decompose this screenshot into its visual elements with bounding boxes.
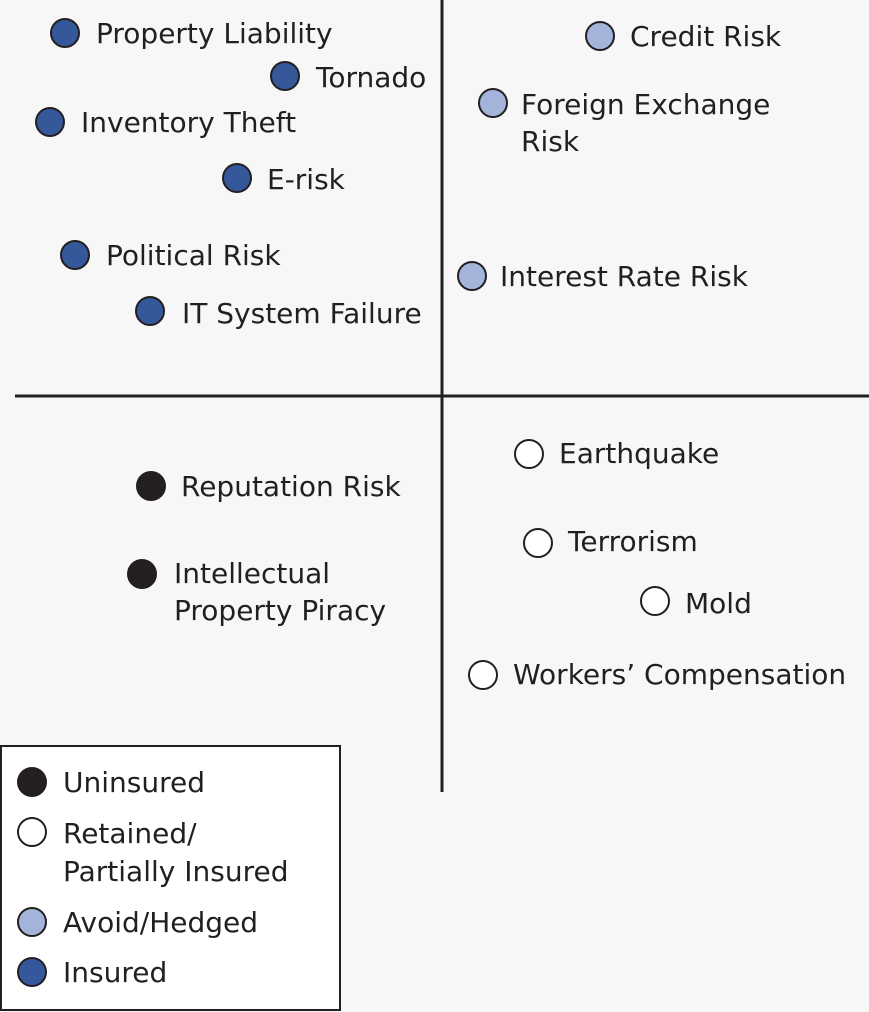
avoid-hedged-dot — [457, 261, 487, 291]
legend-retained-label-line-1: Retained/ — [63, 817, 197, 850]
uninsured-dot — [136, 471, 166, 501]
risk-items: Property Liability Tornado Inventory The… — [35, 17, 846, 691]
legend-uninsured-swatch — [17, 767, 47, 797]
risk-ip-piracy: Intellectual Property Piracy — [127, 557, 386, 627]
risk-reputation-risk: Reputation Risk — [136, 470, 401, 503]
legend-avoid-hedged-swatch — [17, 907, 47, 937]
retained-dot — [640, 586, 670, 616]
insured-dot — [135, 296, 165, 326]
retained-dot — [523, 528, 553, 558]
legend-retained-swatch — [17, 817, 47, 847]
legend: Uninsured Retained/ Partially Insured Av… — [0, 745, 341, 1011]
legend-uninsured-label: Uninsured — [63, 766, 205, 799]
risk-label: Inventory Theft — [81, 106, 296, 139]
risk-terrorism: Terrorism — [523, 525, 698, 558]
insured-dot — [35, 107, 65, 137]
risk-e-risk: E-risk — [222, 163, 346, 196]
risk-it-system-failure: IT System Failure — [135, 296, 422, 330]
legend-insured-label: Insured — [63, 956, 167, 989]
risk-mold: Mold — [640, 586, 752, 620]
risk-workers-compensation: Workers’ Compensation — [468, 658, 846, 691]
risk-label: Tornado — [315, 61, 426, 94]
retained-dot — [468, 660, 498, 690]
risk-label: Interest Rate Risk — [500, 260, 749, 293]
insured-dot — [60, 240, 90, 270]
legend-avoid-hedged-label: Avoid/Hedged — [63, 906, 258, 939]
risk-label-line-1: Intellectual — [174, 557, 330, 590]
risk-label: Reputation Risk — [181, 470, 401, 503]
risk-label: Political Risk — [106, 239, 281, 272]
risk-tornado: Tornado — [270, 61, 426, 94]
retained-dot — [514, 439, 544, 469]
risk-label: E-risk — [267, 163, 346, 196]
risk-label: Workers’ Compensation — [513, 658, 846, 691]
insured-dot — [270, 61, 300, 91]
risk-label-line-2: Property Piracy — [174, 594, 386, 627]
uninsured-dot — [127, 559, 157, 589]
risk-label: Mold — [685, 587, 752, 620]
risk-label: Property Liability — [96, 17, 333, 50]
risk-label: Credit Risk — [630, 20, 782, 53]
legend-insured-swatch — [17, 957, 47, 987]
insured-dot — [50, 18, 80, 48]
avoid-hedged-dot — [478, 88, 508, 118]
risk-label: Terrorism — [567, 525, 698, 558]
risk-label: IT System Failure — [182, 297, 422, 330]
risk-earthquake: Earthquake — [514, 437, 719, 470]
avoid-hedged-dot — [585, 21, 615, 51]
legend-box — [0, 745, 341, 1011]
risk-inventory-theft: Inventory Theft — [35, 106, 296, 139]
risk-label-line-2: Risk — [521, 125, 580, 158]
risk-credit-risk: Credit Risk — [585, 20, 782, 53]
insured-dot — [222, 163, 252, 193]
risk-property-liability: Property Liability — [50, 17, 333, 50]
risk-label: Earthquake — [559, 437, 719, 470]
risk-label-line-1: Foreign Exchange — [521, 88, 770, 121]
risk-interest-rate-risk: Interest Rate Risk — [457, 260, 749, 293]
risk-political-risk: Political Risk — [60, 239, 281, 272]
legend-retained-label-line-2: Partially Insured — [63, 855, 288, 888]
risk-foreign-exchange: Foreign Exchange Risk — [478, 88, 770, 158]
